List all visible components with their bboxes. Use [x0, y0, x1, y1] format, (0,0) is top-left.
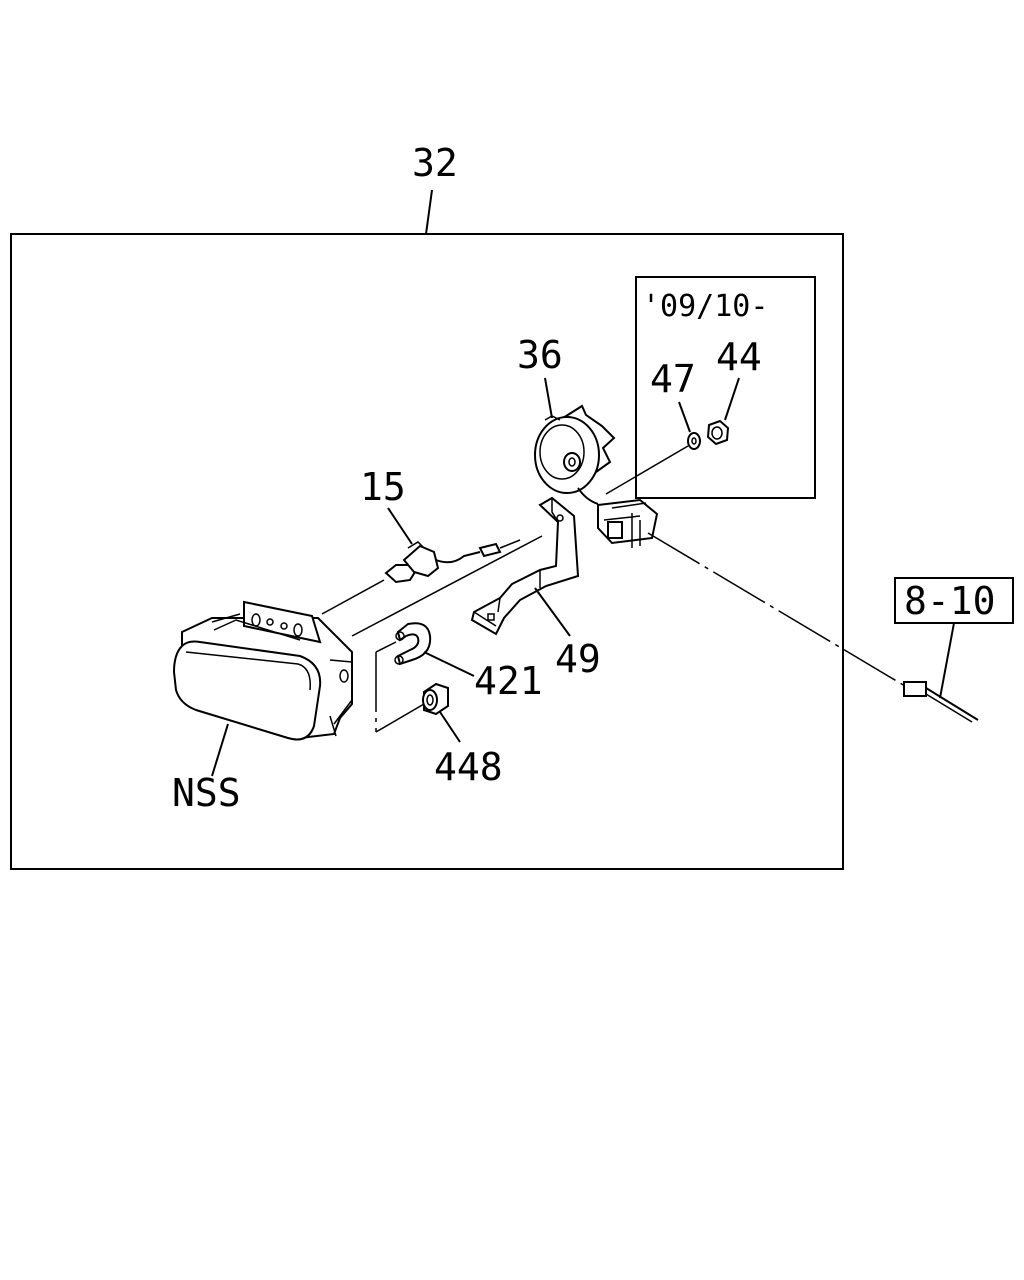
leader-421 — [423, 651, 475, 677]
callout-44[interactable]: 44 — [716, 335, 762, 379]
callout-421[interactable]: 421 — [474, 659, 543, 703]
leader-15 — [387, 507, 413, 545]
bulb-alignment-line — [321, 579, 385, 615]
leader-32 — [425, 189, 433, 235]
washer-47[interactable] — [687, 432, 701, 450]
clip-421[interactable] — [394, 622, 432, 666]
leader-47 — [678, 401, 691, 433]
nut-44[interactable] — [706, 419, 730, 446]
callout-47[interactable]: 47 — [650, 357, 696, 401]
reference-box — [894, 577, 1014, 624]
harness-route-line — [647, 532, 906, 687]
bracket-49[interactable] — [470, 496, 580, 636]
leader-44 — [724, 377, 740, 421]
connector[interactable] — [597, 498, 659, 548]
bulb-15[interactable] — [384, 539, 521, 584]
nut-hole — [711, 426, 723, 440]
inset-frame — [635, 276, 816, 499]
harness-wire — [925, 687, 979, 721]
grommet-448[interactable] — [422, 682, 449, 716]
fog-lamp-nss[interactable] — [172, 600, 353, 741]
cover-wire — [577, 487, 599, 505]
callout-32[interactable]: 32 — [412, 141, 458, 185]
leader-448 — [439, 711, 461, 743]
washer-hole — [691, 437, 697, 445]
washer-alignment-line — [605, 445, 689, 495]
callout-36[interactable]: 36 — [517, 333, 563, 377]
harness-wire-2 — [925, 693, 973, 723]
callout-448[interactable]: 448 — [434, 745, 503, 789]
callout-nss[interactable]: NSS — [172, 771, 241, 815]
clip-route-top — [375, 641, 397, 653]
reference-label[interactable]: 8-10 — [904, 579, 996, 623]
leader-49 — [534, 587, 571, 637]
harness-plug — [903, 681, 927, 697]
leader-nss — [211, 723, 229, 777]
inset-date-label: '09/10- — [642, 289, 768, 324]
callout-49[interactable]: 49 — [555, 637, 601, 681]
leader-36 — [544, 377, 553, 419]
callout-15[interactable]: 15 — [360, 465, 406, 509]
socket-cover-36[interactable] — [534, 404, 616, 494]
leader-8-10 — [939, 622, 955, 699]
grommet-route — [375, 703, 425, 733]
bracket-alignment-line — [351, 535, 543, 637]
